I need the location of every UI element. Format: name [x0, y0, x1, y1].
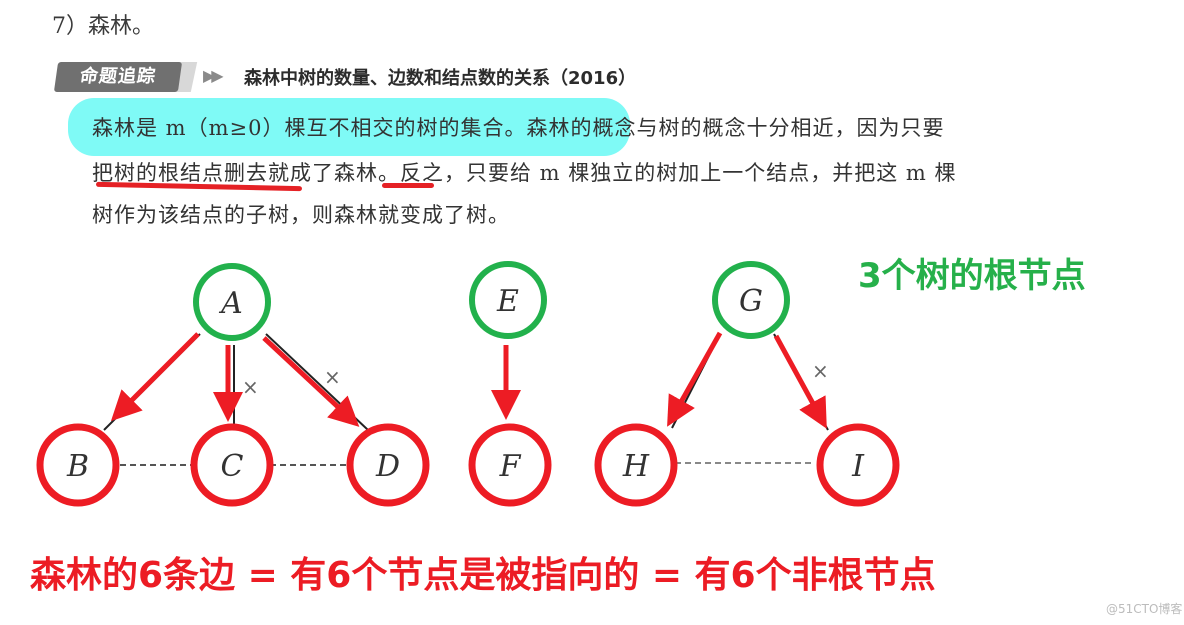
node-E — [469, 261, 547, 339]
node-F — [468, 423, 552, 507]
paragraph-line-3: 树作为该结点的子树，则森林就变成了树。 — [92, 203, 510, 227]
node-label-A: A — [218, 286, 243, 321]
node-D — [346, 423, 430, 507]
node-label-D: D — [375, 449, 400, 484]
conclusion-text: 森林的6条边 = 有6个节点是被指向的 = 有6个非根节点 — [30, 555, 936, 596]
node-I — [816, 423, 900, 507]
node-label-F: F — [499, 449, 522, 484]
cross-mark: × — [242, 375, 259, 399]
topic-title: 森林中树的数量、边数和结点数的关系（2016） — [244, 68, 637, 89]
cross-mark: × — [812, 359, 829, 383]
underline-annotation — [382, 183, 434, 188]
original-edges — [103, 333, 829, 431]
node-label-I: I — [851, 449, 865, 484]
edge-arrows — [110, 331, 827, 429]
paragraph-line-1: 森林是 m（m≥0）棵互不相交的树的集合。森林的概念与树的概念十分相近，因为只要 — [92, 116, 945, 140]
edge-A-D — [262, 336, 360, 427]
edge-A-B — [110, 332, 200, 422]
highlight-mark — [68, 98, 630, 156]
section-heading: 7）森林。 — [52, 14, 154, 39]
node-C — [190, 423, 274, 507]
node-H — [594, 423, 678, 507]
node-B — [36, 423, 120, 507]
node-A — [193, 263, 271, 341]
node-label-B: B — [66, 449, 89, 484]
watermark: @51CTO博客 — [1106, 602, 1183, 616]
node-label-E: E — [496, 284, 519, 319]
node-G — [712, 261, 790, 339]
double-arrow-icon: ▶▶ — [203, 66, 224, 85]
node-label-C: C — [221, 449, 244, 484]
sibling-dashed-lines — [120, 462, 815, 466]
node-label-H: H — [622, 449, 650, 484]
cross-mark: × — [324, 365, 341, 389]
edge-G-H — [667, 331, 723, 427]
roots-annotation: 3个树的根节点 — [858, 256, 1086, 296]
paragraph-line-2: 把树的根结点删去就成了森林。反之，只要给 m 棵独立的树加上一个结点，并把这 m… — [92, 161, 957, 185]
node-label-G: G — [739, 284, 763, 319]
edge-G-I — [773, 334, 827, 429]
